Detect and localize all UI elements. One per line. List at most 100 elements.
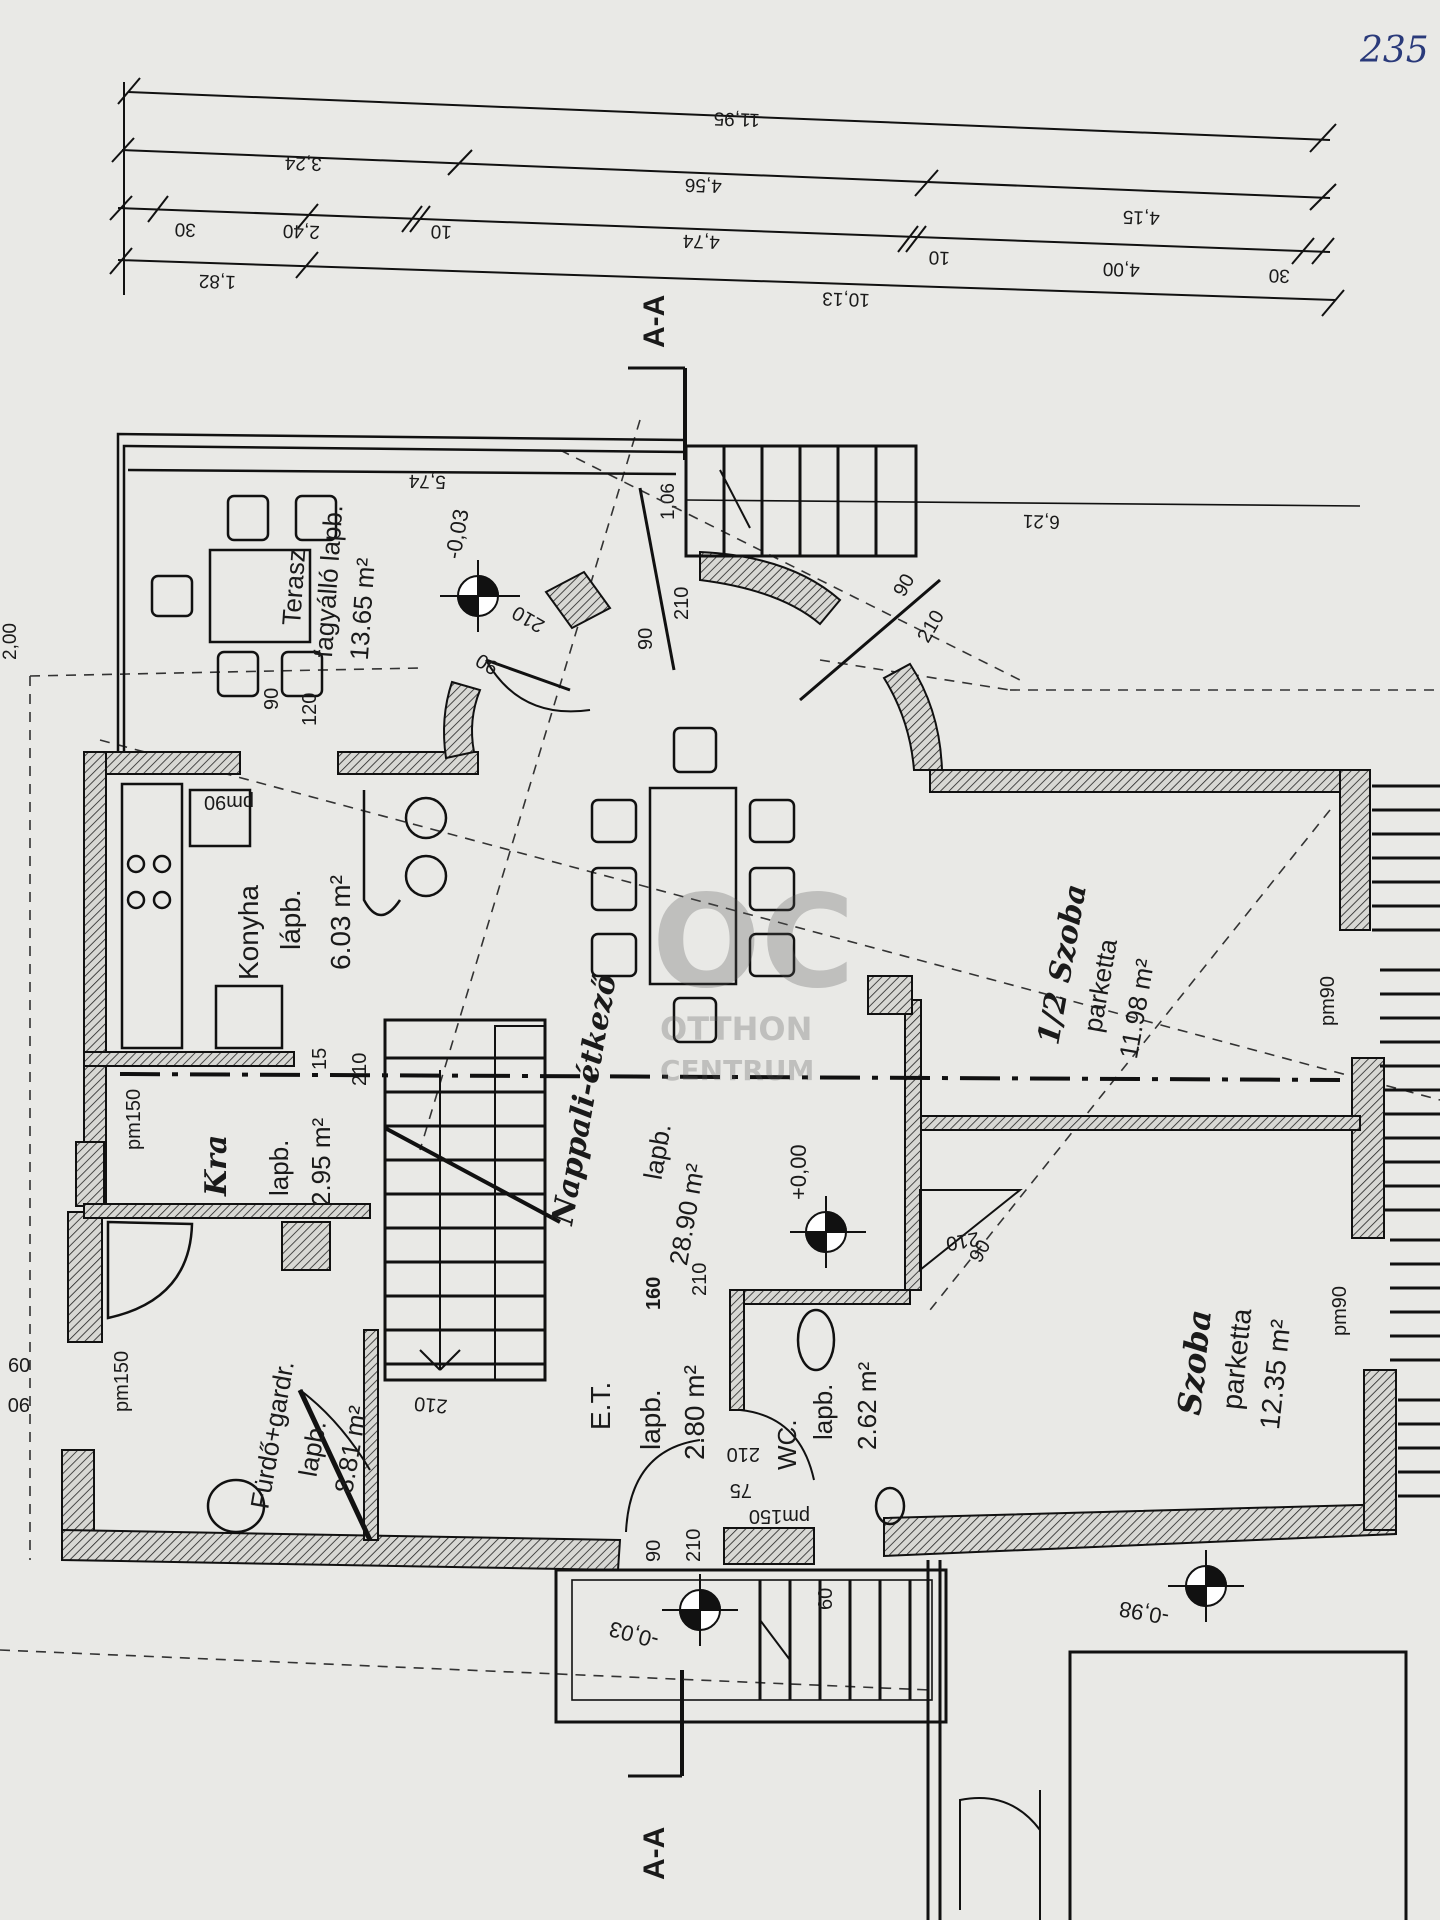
wall-left-upper — [83, 751, 107, 1203]
wall-arch-left — [443, 680, 482, 760]
terrace-chair — [280, 650, 324, 698]
stove-burner — [126, 890, 146, 910]
room-living-floor: lapb. — [638, 1121, 677, 1182]
room-pantry-floor: lapb. — [264, 1140, 294, 1196]
wc-basin — [874, 1486, 906, 1526]
op-window-kitchen-w: 90 — [261, 688, 283, 710]
terrace-chair — [226, 494, 270, 542]
dim-row3-f: 4,00 — [1102, 258, 1140, 280]
wall-bottom-right — [883, 1502, 1397, 1558]
wall-wc-left — [729, 1289, 745, 1411]
level-marker-entry — [662, 1574, 738, 1646]
wall-chimney — [281, 1221, 331, 1271]
round-object — [404, 854, 448, 898]
level-marker-terrace — [440, 560, 520, 632]
wall-rooms-divider — [919, 1115, 1361, 1131]
room-wc-name: WC. — [772, 1419, 802, 1470]
op-terrace-door-h: 210 — [509, 601, 549, 637]
room-terrace: Terasz fagyálló lapb. 13.65 m² — [276, 504, 381, 661]
round-object — [404, 796, 448, 840]
dimension-labels: 11,95 3,24 4,56 4,15 30 2,40 10 4,74 10 … — [0, 107, 1290, 660]
op-entry-door-h: 210 — [683, 1529, 705, 1562]
room-room-area: 12.35 m² — [1254, 1318, 1296, 1431]
room-room-name: Szoba — [1170, 1308, 1219, 1417]
room-kitchen-floor: lápb. — [275, 889, 306, 950]
room-pantry-area: 2.95 m² — [306, 1118, 336, 1206]
room-pantry: Kra lapb. 2.95 m² — [199, 1118, 336, 1206]
dining-chair — [590, 798, 638, 844]
room-wc: WC. lapb. 2.62 m² — [772, 1362, 882, 1470]
dim-stair-run: 6,21 — [1022, 510, 1060, 532]
dim-row2-c: 4,15 — [1122, 206, 1160, 228]
terrace-chair — [216, 650, 260, 698]
op-hall-door: 210 — [689, 1263, 711, 1296]
dining-chair — [748, 932, 796, 978]
garage-outline — [926, 1560, 1408, 1920]
wall-pantry-top — [83, 1051, 295, 1067]
room-living-area: 28.90 m² — [663, 1161, 710, 1268]
terrace-chair — [294, 494, 338, 542]
op-left-mark2: 90 — [8, 1393, 30, 1415]
fridge — [214, 984, 284, 1050]
section-cut-line — [119, 1072, 1341, 1082]
wall-terrace-stub — [337, 751, 479, 775]
dining-chair — [672, 996, 718, 1044]
dining-chair — [590, 932, 638, 978]
level-markers — [440, 560, 1244, 1646]
door-swings — [297, 487, 1023, 1542]
wall-wc-top — [729, 1289, 911, 1305]
dim-row3-a: 30 — [174, 218, 196, 240]
section-label-top: A-A — [638, 295, 671, 348]
wall-bottom-mid — [723, 1527, 815, 1565]
op-pantry-door-w: 15 — [309, 1048, 331, 1070]
wall-arch-right — [882, 662, 944, 771]
section-label-bottom: A-A — [638, 1827, 671, 1880]
dining-chair — [672, 726, 718, 774]
door-wc — [739, 1409, 815, 1481]
room-wc-floor: lapb. — [808, 1384, 838, 1440]
dim-row4-a: 1,82 — [198, 270, 236, 292]
dim-row3-e: 10 — [928, 246, 950, 268]
note-half-room: pm90 — [1317, 976, 1339, 1026]
terrace-table — [208, 548, 312, 644]
op-arch-door2-w: 90 — [889, 570, 919, 600]
parapet-notes: pm90 pm150 pm90 pm90 pm150 pm150 — [111, 791, 1351, 1527]
op-wc-window: 75 — [730, 1479, 752, 1501]
room-room-floor: parketta — [1216, 1307, 1257, 1411]
room-kitchen: Konyha lápb. 6.03 m² — [233, 875, 356, 980]
kitchen-sink — [188, 788, 252, 848]
room-pantry-name: Kra — [199, 1135, 234, 1197]
wall-left-mid — [75, 1141, 105, 1207]
note-wc: pm150 — [749, 1505, 810, 1527]
side-deck-lines — [1372, 784, 1440, 1498]
terrace-chair — [150, 574, 194, 618]
room-wc-area: 2.62 m² — [852, 1362, 882, 1450]
dim-row4-b: 10,13 — [822, 287, 870, 310]
dim-row3-g: 30 — [1268, 264, 1290, 286]
op-arch-door2-h: 210 — [913, 607, 949, 647]
room-bath: Fürdő+gardr. lapb. 8.81 m² — [244, 1359, 373, 1512]
dining-chair — [748, 866, 796, 912]
room-terrace-name: Terasz — [276, 548, 311, 626]
wall-rooms-top — [929, 769, 1361, 793]
furniture — [106, 494, 906, 1534]
op-hall-num: 160 — [643, 1277, 665, 1310]
room-hall-area: 2.80 m² — [679, 1365, 710, 1460]
door-terrace — [485, 659, 591, 713]
level-outside: -0,98 — [1117, 1596, 1171, 1629]
level-main: +0,00 — [786, 1144, 811, 1200]
room-bath-name: Fürdő+gardr. — [244, 1359, 300, 1512]
room-half-area: 11.98 m² — [1113, 956, 1160, 1061]
walls — [61, 550, 1397, 1572]
dim-row3-d: 4,74 — [682, 230, 720, 252]
terrace-stairs — [684, 444, 1361, 558]
note-room: pm90 — [1329, 1286, 1351, 1336]
wall-living-right — [904, 999, 922, 1291]
op-terrace-door-w: 90 — [472, 649, 502, 679]
room-hall-name: E.T. — [585, 1382, 616, 1430]
dimension-chains — [109, 77, 1345, 317]
op-wc-door: 210 — [727, 1443, 760, 1465]
section-marker-top: A-A — [628, 295, 687, 460]
wall-kitchen-top — [99, 751, 241, 775]
